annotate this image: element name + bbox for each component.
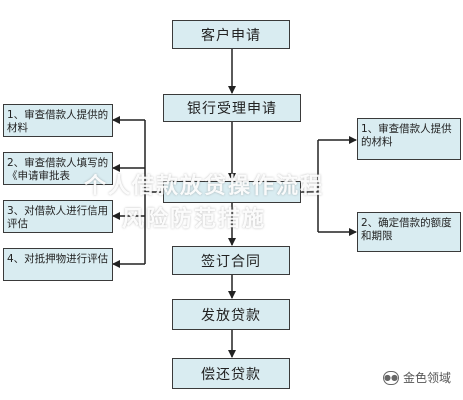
right-step-determine-amount-term: 2、确定借款的额度和期限 bbox=[357, 212, 461, 252]
wechat-icon: ●● bbox=[382, 370, 399, 385]
step-bank-accept: 银行受理申请 bbox=[163, 94, 301, 122]
step-sign-contract: 签订合同 bbox=[172, 246, 290, 275]
watermark-title: 个人借款放贷操作流程 bbox=[84, 174, 325, 199]
brand-signature: ●● 金色领域 bbox=[382, 369, 451, 386]
left-step-review-application-form: 2、审查借款人填写的《申请审批表 bbox=[3, 152, 113, 185]
right-step-review-materials: 1、审查借款人提供的材料 bbox=[357, 118, 461, 160]
left-step-review-materials: 1、审查借款人提供的材料 bbox=[3, 104, 113, 137]
step-bank-review bbox=[163, 181, 301, 203]
step-repay-loan: 偿还贷款 bbox=[172, 358, 290, 389]
brand-name: 金色领域 bbox=[402, 371, 451, 385]
left-step-credit-assessment: 3、对借款人进行信用评估 bbox=[3, 200, 113, 233]
left-step-collateral-assessment: 4、对抵押物进行评估 bbox=[3, 248, 113, 281]
step-release-loan: 发放贷款 bbox=[172, 299, 290, 330]
watermark-subtitle: 风险防范措施 bbox=[122, 207, 267, 232]
step-customer-apply: 客户申请 bbox=[172, 20, 290, 49]
